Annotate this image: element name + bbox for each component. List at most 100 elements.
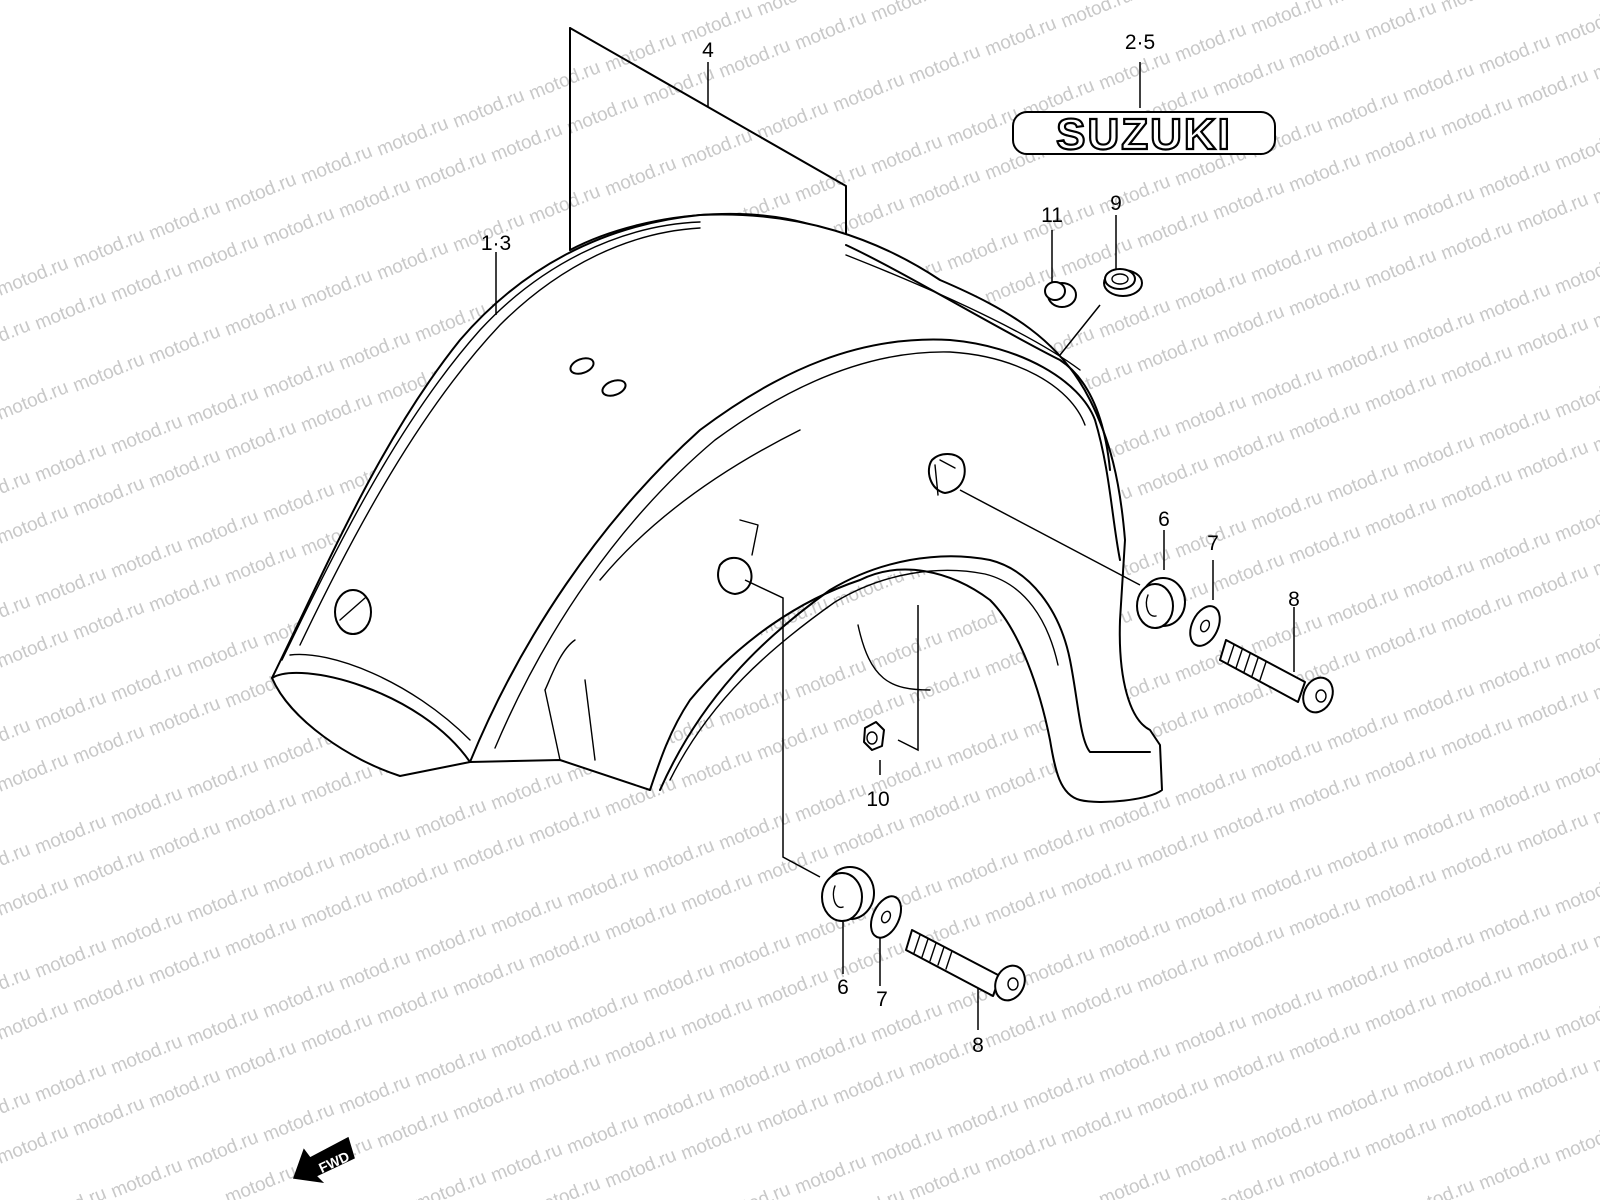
- watermark-text: motod.ru: [374, 857, 451, 905]
- watermark-text: motod.ru: [0, 963, 33, 1011]
- watermark-text: motod.ru: [70, 349, 147, 397]
- callout-7-upper: 7: [1207, 532, 1219, 555]
- watermark-text: motod.ru: [564, 91, 641, 139]
- watermark-text: motod.ru: [1324, 335, 1401, 383]
- watermark-text: motod.ru: [1400, 555, 1477, 603]
- watermark-text: motod.ru: [830, 813, 907, 861]
- watermark-text: motod.ru: [1172, 1011, 1249, 1059]
- watermark-text: motod.ru: [716, 1055, 793, 1103]
- watermark-text: motod.ru: [488, 1015, 565, 1063]
- watermark-text: motod.ru: [374, 1105, 451, 1153]
- callout-6-lower: 6: [837, 976, 849, 999]
- watermark-text: motod.ru: [298, 761, 375, 809]
- leader-lines: [495, 62, 1295, 1030]
- watermark-text: motod.ru: [792, 159, 869, 207]
- watermark-text: motod.ru: [146, 941, 223, 989]
- watermark-text: motod.ru: [1324, 707, 1401, 755]
- callout-9: 9: [1110, 192, 1122, 215]
- watermark-text: motod.ru: [108, 907, 185, 955]
- watermark-text: motod.ru: [1476, 155, 1553, 203]
- watermark-text: motod.ru: [868, 0, 945, 27]
- watermark-text: motod.ru: [944, 103, 1021, 151]
- watermark-text: motod.ru: [526, 801, 603, 849]
- watermark-text: motod.ru: [1514, 313, 1591, 361]
- watermark-text: motod.ru: [1286, 1141, 1363, 1189]
- watermark-text: motod.ru: [0, 253, 71, 301]
- watermark-text: motod.ru: [108, 659, 185, 707]
- watermark-text: motod.ru: [640, 835, 717, 883]
- watermark-text: motod.ru: [32, 811, 109, 859]
- watermark-text: motod.ru: [716, 931, 793, 979]
- watermark-text: motod.ru: [412, 795, 489, 843]
- watermark-text: motod.ru: [0, 749, 71, 797]
- watermark-text: motod.ru: [716, 1179, 793, 1200]
- watermark-text: motod.ru: [1400, 927, 1477, 975]
- watermark-text: motod.ru: [108, 535, 185, 583]
- watermark-text: motod.ru: [1248, 983, 1325, 1031]
- watermark-text: motod.ru: [336, 823, 413, 871]
- watermark-text: motod.ru: [1134, 205, 1211, 253]
- watermark-text: motod.ru: [906, 785, 983, 833]
- watermark-text: motod.ru: [1400, 183, 1477, 231]
- watermark-text: motod.ru: [1476, 651, 1553, 699]
- watermark-text: motod.ru: [678, 993, 755, 1041]
- callout-labels: 4 2·5 1·3 11 9 6 7 8 10 6 7 8: [481, 31, 1300, 1057]
- watermark-text: motod.ru: [1210, 301, 1287, 349]
- watermark-text: motod.ru: [1476, 1023, 1553, 1071]
- watermark-text: motod.ru: [944, 1095, 1021, 1143]
- watermark-text: motod.ru: [1324, 211, 1401, 259]
- watermark-text: motod.ru: [184, 755, 261, 803]
- callout-7-lower: 7: [876, 988, 888, 1011]
- watermark-text: motod.ru: [0, 501, 71, 549]
- watermark-text: motod.ru: [298, 389, 375, 437]
- watermark-text: motod.ru: [374, 981, 451, 1029]
- watermark-text: motod.ru: [678, 1117, 755, 1165]
- watermark-text: motod.ru: [1400, 803, 1477, 851]
- suzuki-logo-text: SUZUKI: [1056, 110, 1232, 159]
- watermark-text: motod.ru: [1590, 285, 1600, 333]
- watermark-text: motod.ru: [1286, 893, 1363, 941]
- watermark-text: motod.ru: [1514, 561, 1591, 609]
- watermark-text: motod.ru: [716, 683, 793, 731]
- watermark-text: motod.ru: [146, 817, 223, 865]
- watermark-text: motod.ru: [1514, 65, 1591, 113]
- watermark-text: motod.ru: [1248, 487, 1325, 535]
- watermark-text: motod.ru: [1362, 865, 1439, 913]
- watermark-text: motod.ru: [298, 141, 375, 189]
- watermark-text: motod.ru: [640, 959, 717, 1007]
- watermark-text: motod.ru: [1476, 31, 1553, 79]
- watermark-text: motod.ru: [982, 1005, 1059, 1053]
- watermark-text: motod.ru: [716, 807, 793, 855]
- watermark-text: motod.ru: [1362, 741, 1439, 789]
- watermark-text: motod.ru: [1552, 375, 1600, 423]
- watermark-text: motod.ru: [526, 181, 603, 229]
- watermark-text: motod.ru: [222, 417, 299, 465]
- watermark-text: motod.ru: [260, 355, 337, 403]
- nut-11: [1044, 281, 1077, 308]
- watermark-text: motod.ru: [1248, 1107, 1325, 1155]
- watermark-text: motod.ru: [1552, 499, 1600, 547]
- watermark-text: motod.ru: [1210, 797, 1287, 845]
- watermark-text: motod.ru: [754, 1089, 831, 1137]
- watermark-text: motod.ru: [754, 97, 831, 145]
- watermark-text: motod.ru: [0, 591, 33, 639]
- watermark-text: motod.ru: [1476, 279, 1553, 327]
- watermark-text: motod.ru: [70, 721, 147, 769]
- watermark-text: motod.ru: [108, 1031, 185, 1079]
- watermark-text: motod.ru: [146, 569, 223, 617]
- watermark-text: motod.ru: [0, 625, 71, 673]
- watermark-text: motod.ru: [1438, 1085, 1515, 1133]
- watermark-text: motod.ru: [1210, 549, 1287, 597]
- watermark-text: motod.ru: [1210, 177, 1287, 225]
- watermark-text: motod.ru: [1476, 1147, 1553, 1195]
- watermark-text: motod.ru: [146, 693, 223, 741]
- watermark-text: motod.ru: [1324, 831, 1401, 879]
- watermark-text: motod.ru: [1514, 189, 1591, 237]
- watermark-text: motod.ru: [602, 1145, 679, 1193]
- watermark-text: motod.ru: [450, 1077, 527, 1125]
- grommet-6-upper: [1136, 577, 1186, 629]
- watermark-text: motod.ru: [1400, 307, 1477, 355]
- watermark-text: motod.ru: [184, 383, 261, 431]
- callout-2-5: 2·5: [1125, 31, 1155, 54]
- callout-8-upper: 8: [1288, 588, 1300, 611]
